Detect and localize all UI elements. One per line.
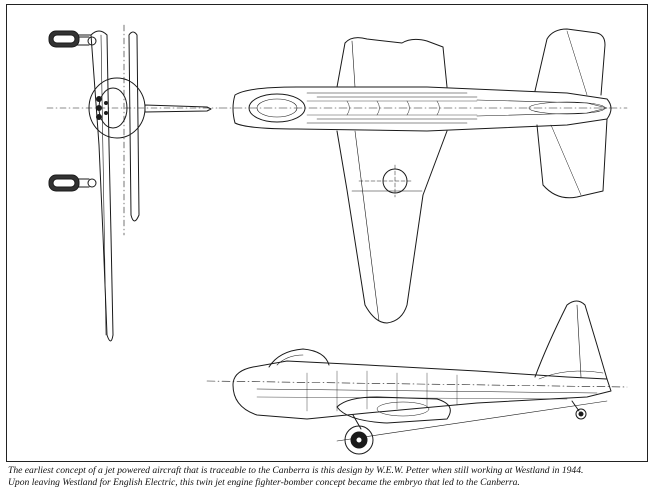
caption-line-2: Upon leaving Westland for English Electr… (8, 477, 520, 488)
figure-caption: The earliest concept of a jet powered ai… (8, 465, 648, 489)
front-view (46, 24, 218, 342)
figure-frame (6, 4, 648, 462)
three-view-drawing (46, 24, 628, 455)
side-view (206, 300, 628, 455)
caption-line-1: The earliest concept of a jet powered ai… (8, 465, 584, 476)
plan-view (218, 28, 628, 324)
